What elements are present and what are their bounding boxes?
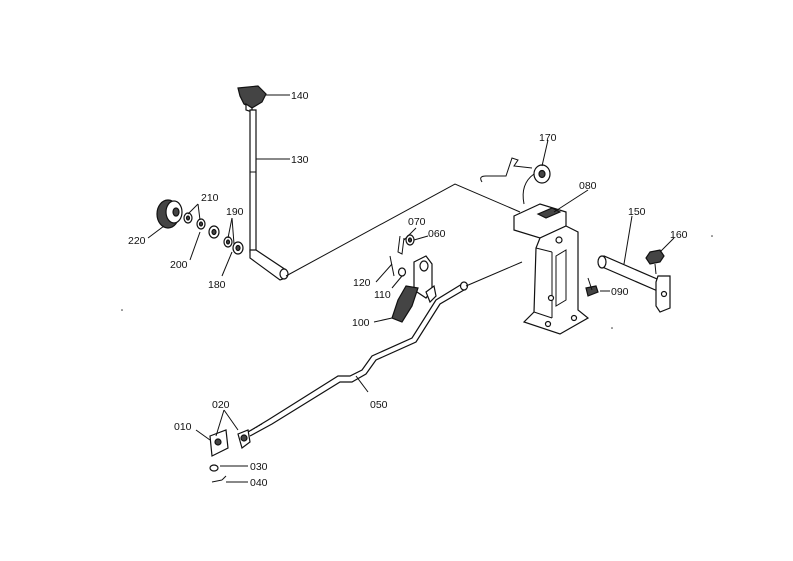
label-070: 070 bbox=[408, 216, 426, 228]
part-050-link-rod bbox=[247, 261, 523, 437]
label-060: 060 bbox=[428, 228, 446, 240]
label-140: 140 bbox=[291, 90, 309, 102]
part-150-arm bbox=[597, 255, 671, 313]
part-number-labels: 140 130 210 190 220 200 180 170 080 150 … bbox=[128, 90, 688, 489]
assembly-reference-line bbox=[285, 183, 521, 277]
label-150: 150 bbox=[628, 206, 646, 218]
part-220-roller bbox=[156, 199, 183, 229]
label-180: 180 bbox=[208, 279, 226, 291]
part-100-lever bbox=[391, 255, 437, 323]
part-140-knob bbox=[237, 85, 267, 113]
label-040: 040 bbox=[250, 477, 268, 489]
label-130: 130 bbox=[291, 154, 309, 166]
scan-specks bbox=[121, 235, 713, 329]
parts-010-040-clevis-hardware bbox=[209, 429, 251, 483]
label-160: 160 bbox=[670, 229, 688, 241]
label-100: 100 bbox=[352, 317, 370, 329]
label-170: 170 bbox=[539, 132, 557, 144]
label-090: 090 bbox=[611, 286, 629, 298]
parts-washers-180-210 bbox=[183, 212, 244, 255]
leader-lines bbox=[147, 94, 675, 483]
label-050: 050 bbox=[370, 399, 388, 411]
part-130-lever-rod bbox=[249, 109, 289, 281]
part-170-spring-wire bbox=[480, 157, 551, 205]
label-220: 220 bbox=[128, 235, 146, 247]
label-080: 080 bbox=[579, 180, 597, 192]
part-160-bolt bbox=[645, 249, 665, 275]
label-010: 010 bbox=[174, 421, 192, 433]
part-080-bracket bbox=[513, 203, 590, 335]
label-210: 210 bbox=[201, 192, 219, 204]
label-200: 200 bbox=[170, 259, 188, 271]
part-090-bolt bbox=[585, 277, 599, 297]
label-190: 190 bbox=[226, 206, 244, 218]
label-110: 110 bbox=[374, 289, 391, 301]
label-020: 020 bbox=[212, 399, 230, 411]
label-030: 030 bbox=[250, 461, 268, 473]
parts-060-070-110-120-hardware bbox=[389, 234, 415, 277]
label-120: 120 bbox=[353, 277, 371, 289]
